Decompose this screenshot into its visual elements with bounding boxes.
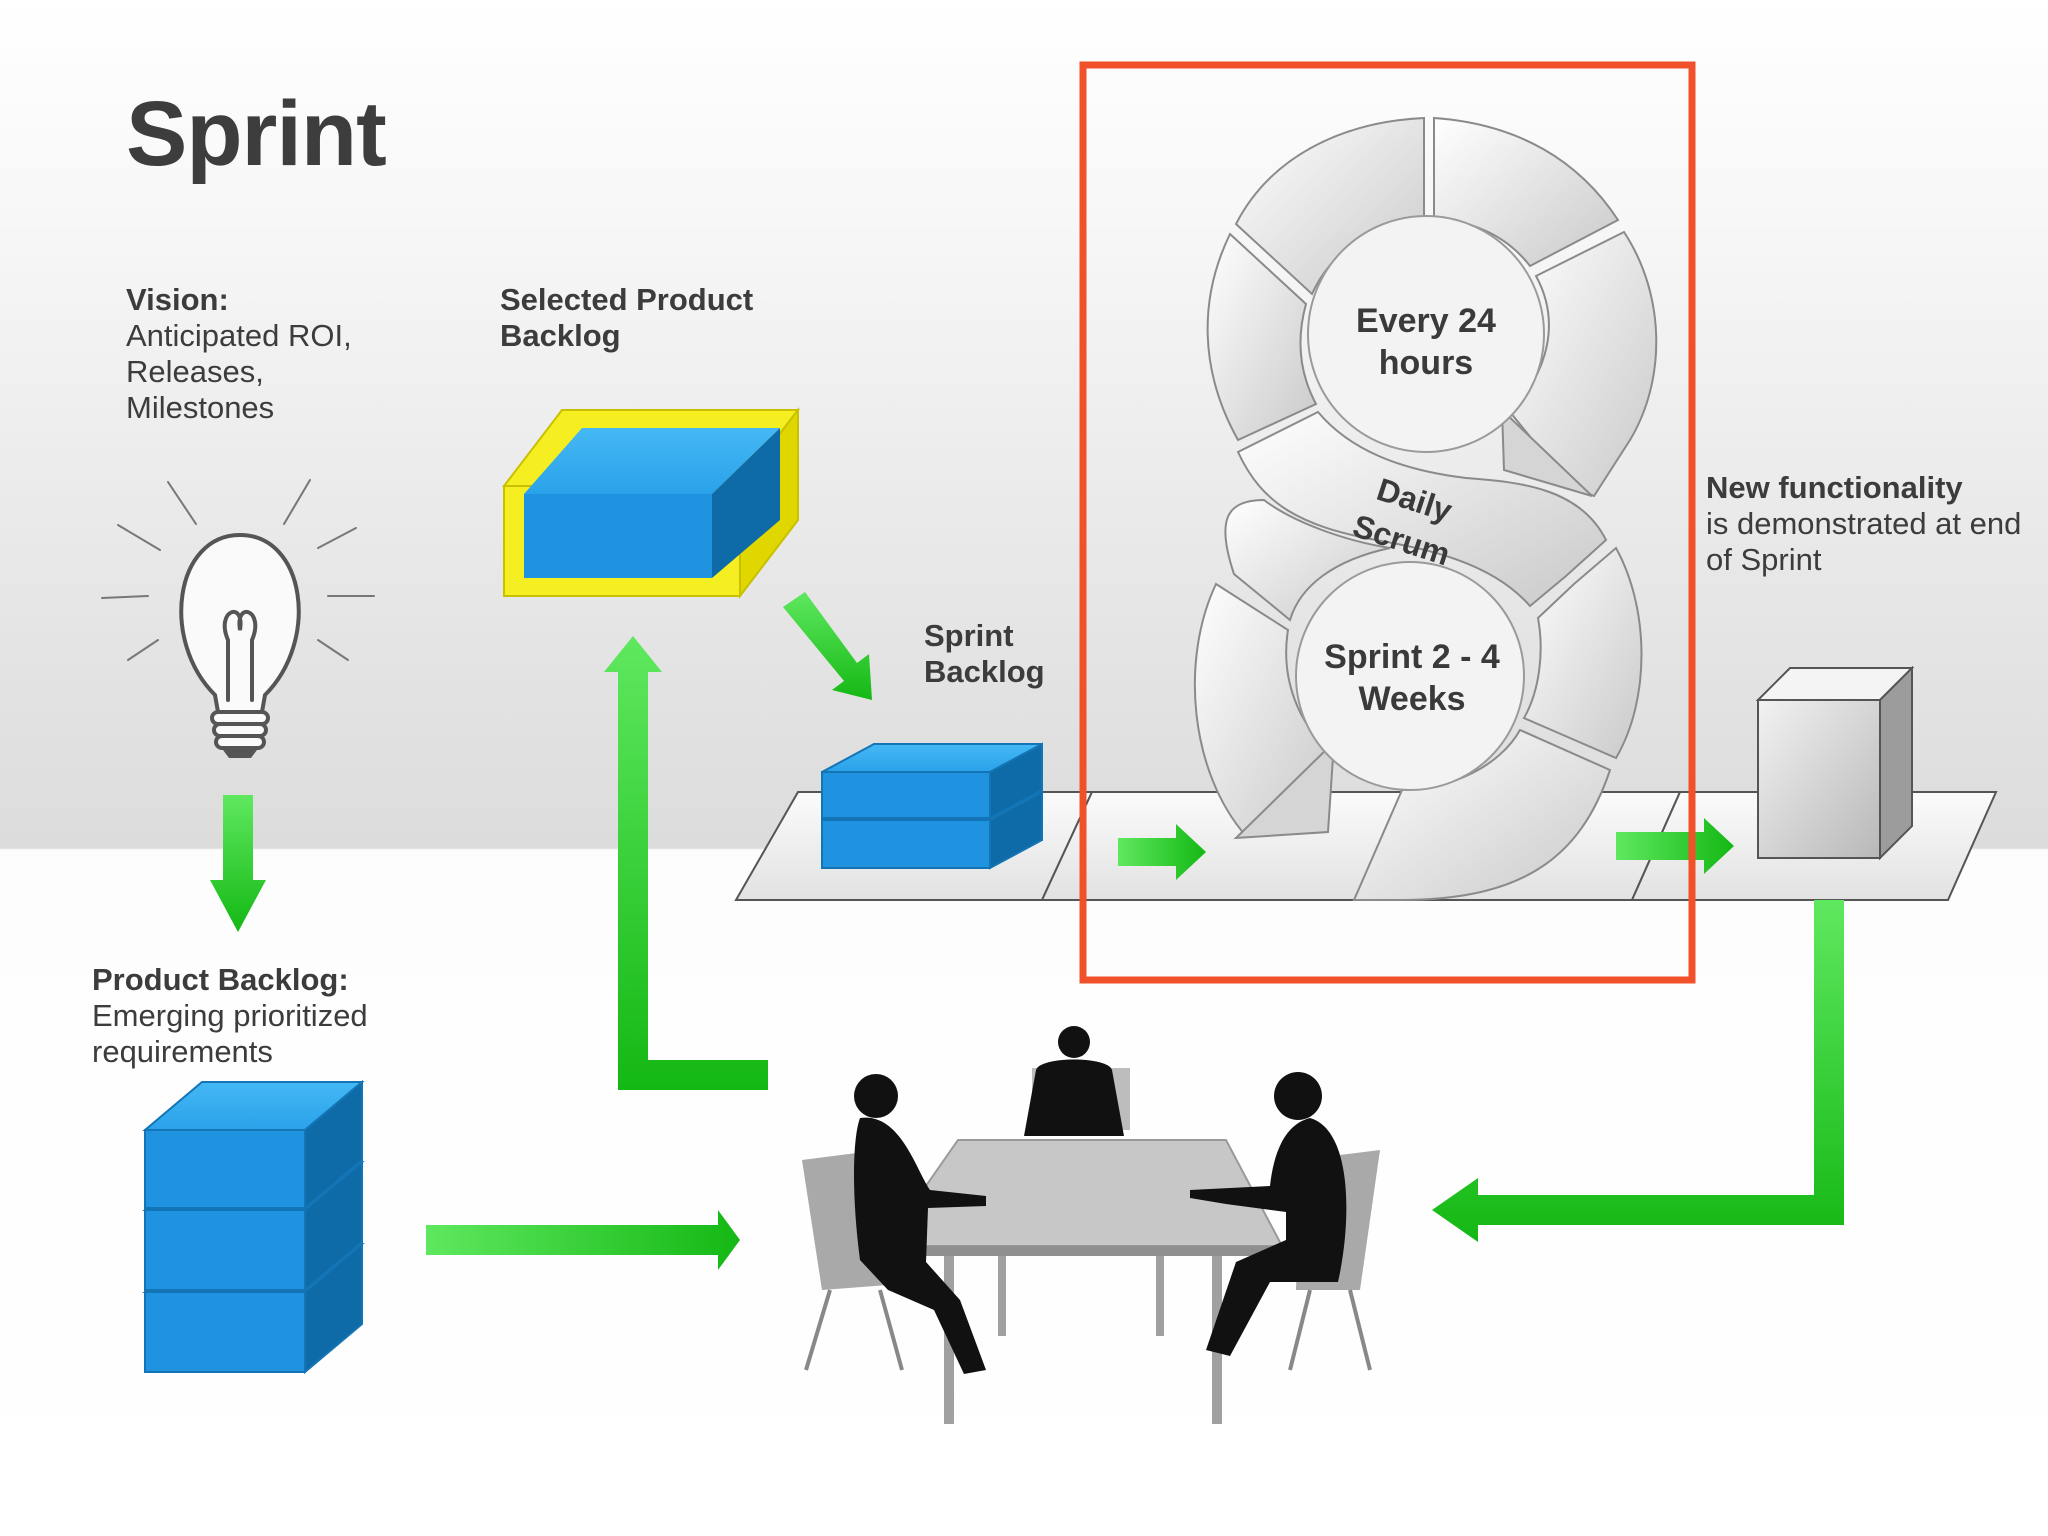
vision-heading: Vision:	[126, 282, 229, 317]
product-backlog-stack	[142, 1079, 365, 1375]
selected-backlog-label: Selected Product Backlog	[500, 282, 753, 354]
selected-to-sprint-arrow	[783, 592, 872, 700]
vision-line: Releases,	[126, 354, 264, 389]
daily-inner-circle	[1307, 215, 1545, 453]
product-backlog-line: requirements	[92, 1034, 273, 1069]
sprint-cycle-wheel	[1193, 116, 1658, 901]
new-functionality-line: is demonstrated at end	[1706, 506, 2022, 541]
selected-backlog-line: Selected Product	[500, 282, 754, 317]
selected-backlog-line: Backlog	[500, 318, 621, 353]
product-backlog-heading: Product Backlog:	[92, 962, 349, 997]
sprint-cycle-label: Sprint 2 - 4 Weeks	[1324, 638, 1500, 718]
meeting-to-selected-arrow	[604, 636, 768, 1090]
demo-to-meeting-arrow	[1432, 900, 1844, 1242]
cube-icon	[1755, 665, 1915, 861]
sprint-backlog-line: Sprint	[924, 618, 1014, 653]
new-functionality-heading: New functionality	[1706, 470, 1963, 505]
sprint-highlight-frame	[1079, 61, 1696, 984]
belt-arrow-1	[1118, 824, 1206, 880]
product-backlog-line: Emerging prioritized	[92, 998, 368, 1033]
sprint-backlog-stack	[821, 742, 1043, 870]
sprint-inner-circle	[1295, 561, 1525, 791]
daily-cycle-label: Every 24 hours	[1356, 302, 1496, 382]
page-title: Sprint	[126, 83, 387, 185]
lightbulb-icon	[101, 479, 375, 758]
new-functionality-label: New functionality is demonstrated at end…	[1706, 470, 2021, 578]
product-backlog-label: Product Backlog: Emerging prioritized re…	[92, 962, 368, 1070]
sprint-backlog-label: Sprint Backlog	[924, 618, 1045, 690]
belt-arrow-2	[1616, 818, 1734, 874]
sprint-backlog-line: Backlog	[924, 654, 1045, 689]
vision-to-backlog-arrow	[210, 795, 266, 932]
new-functionality-line: of Sprint	[1706, 542, 1822, 577]
vision-line: Anticipated ROI,	[126, 318, 352, 353]
selected-backlog-box	[501, 407, 801, 599]
vision-label: Vision: Anticipated ROI, Releases, Miles…	[126, 282, 352, 426]
meeting-people-icon	[802, 1026, 1380, 1424]
vision-line: Milestones	[126, 390, 275, 425]
backlog-to-meeting-arrow	[426, 1210, 740, 1270]
